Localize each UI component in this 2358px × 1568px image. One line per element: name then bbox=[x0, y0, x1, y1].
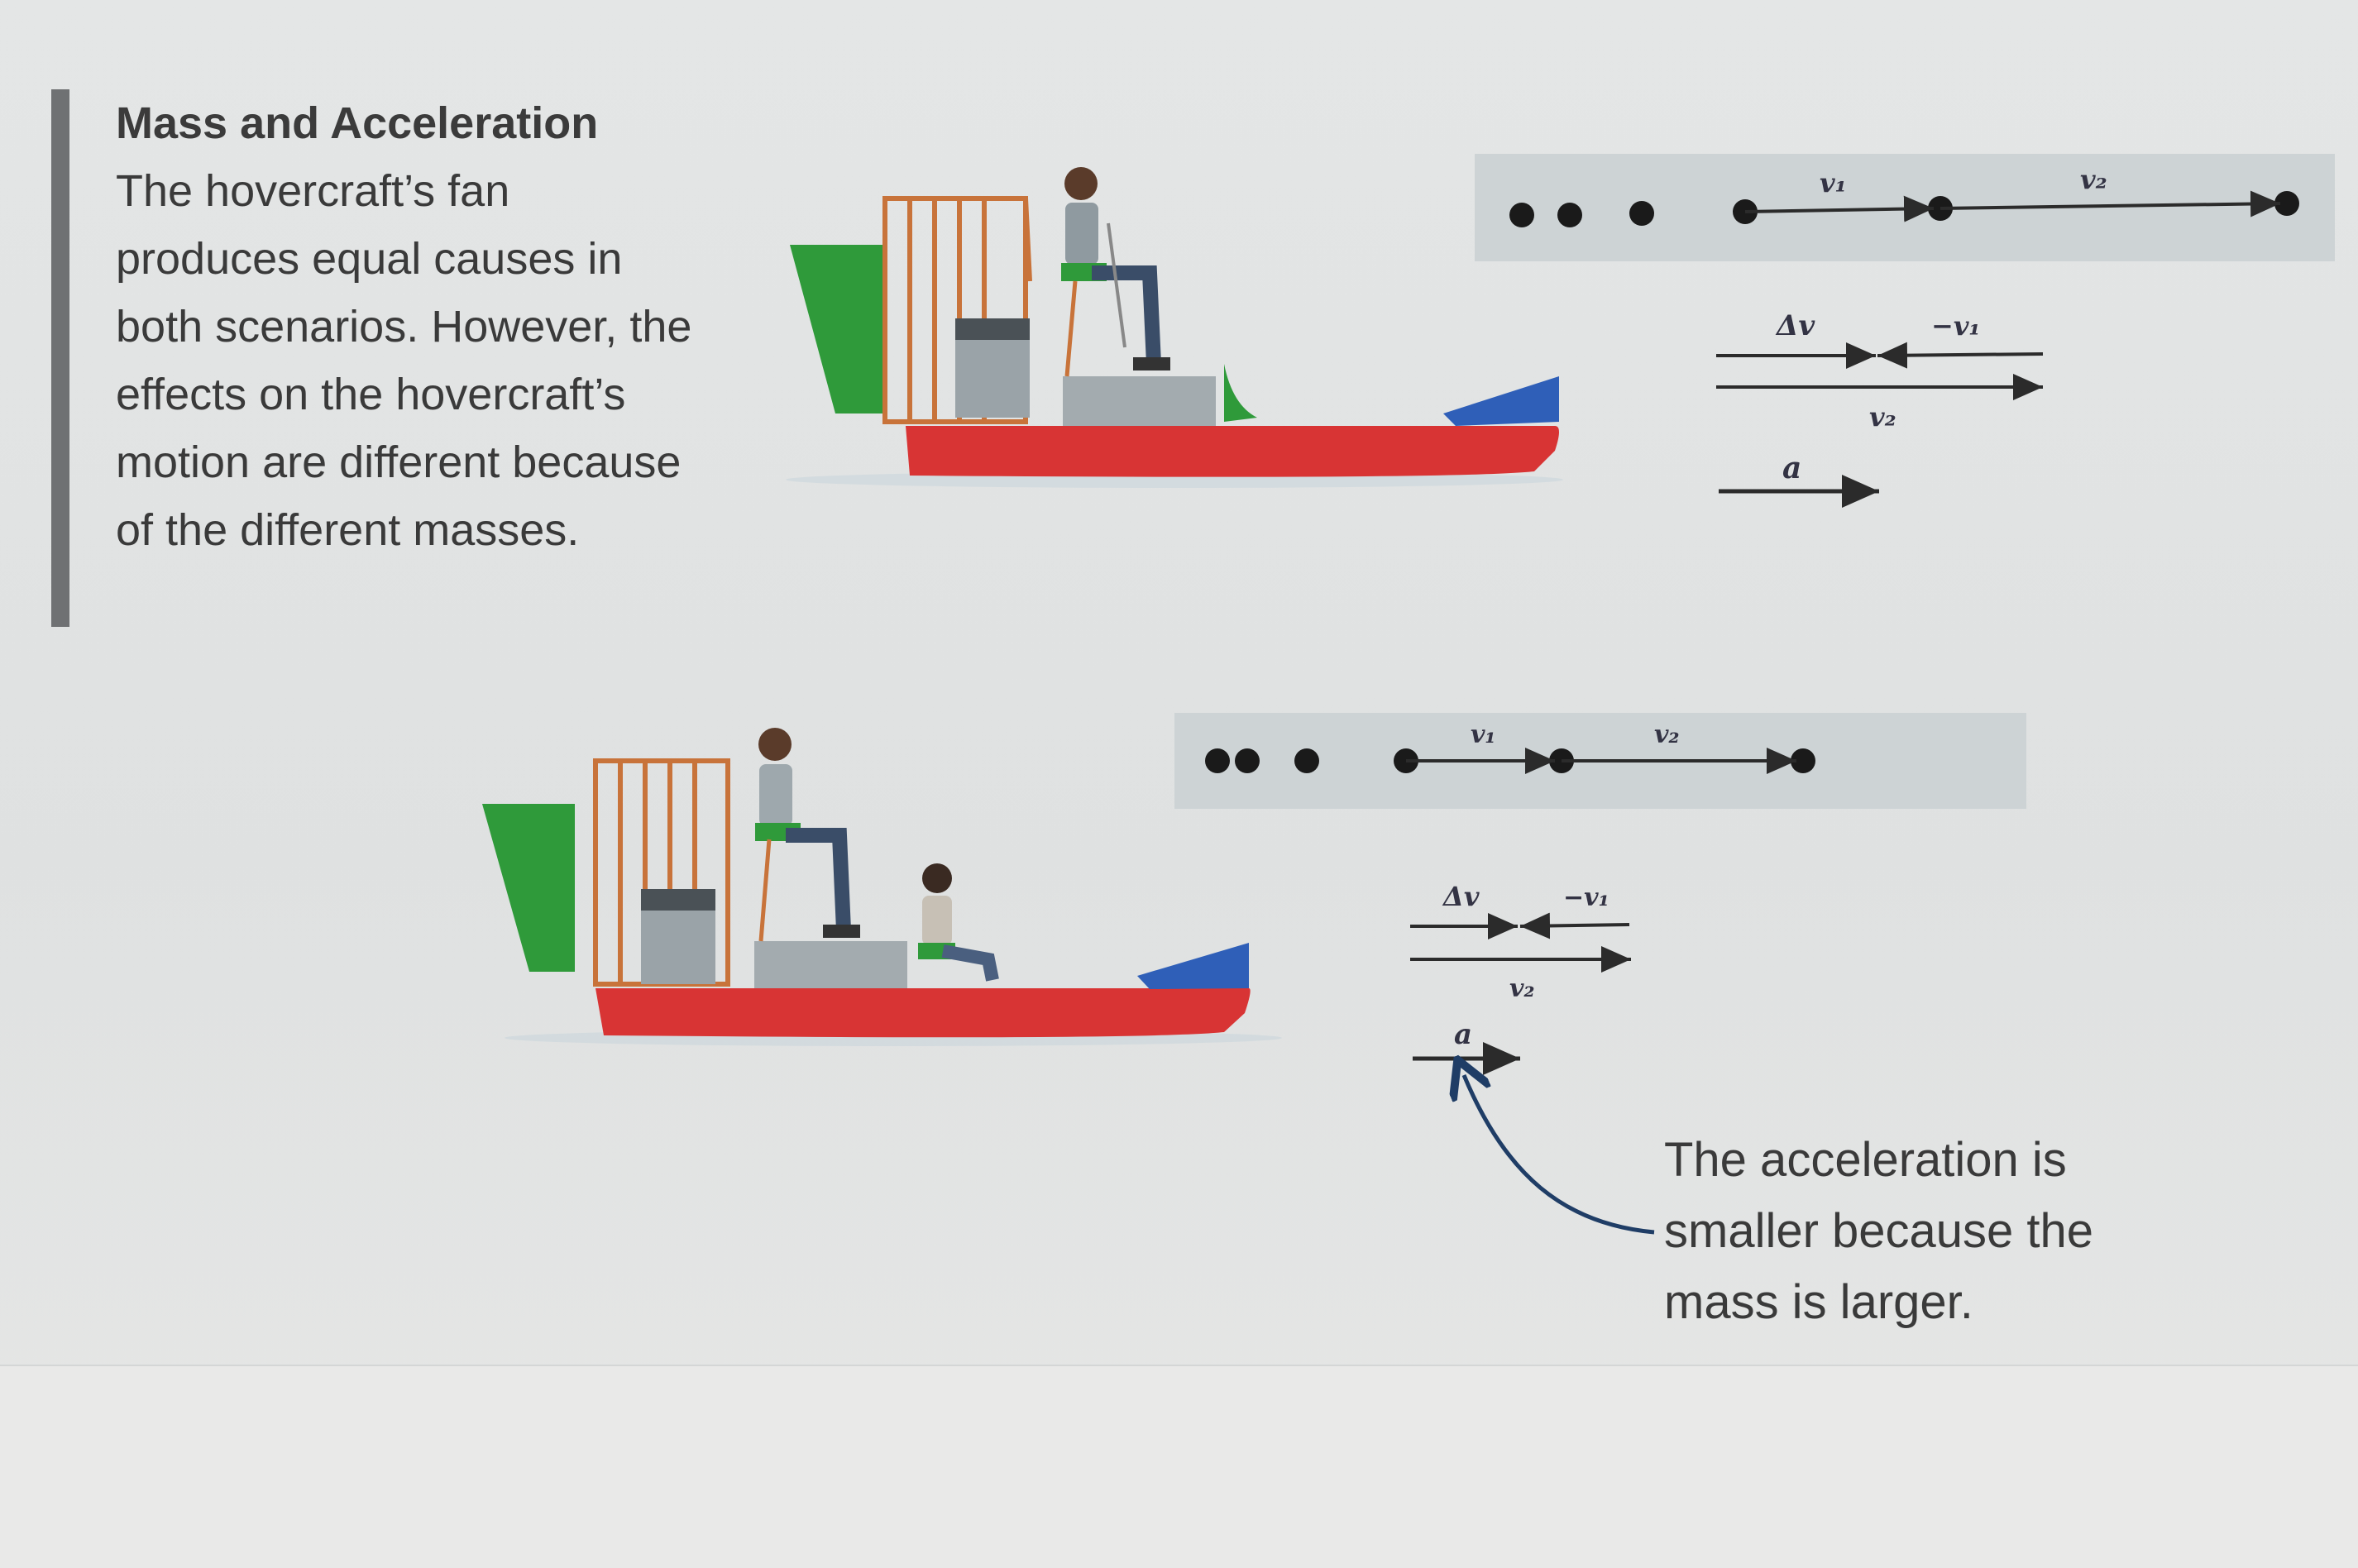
neg-v1-label: −v₁ bbox=[1931, 310, 1980, 342]
v1-label: v₁ bbox=[1820, 167, 1847, 198]
neg-v1-arrow bbox=[1519, 912, 1630, 939]
position-dot bbox=[2274, 191, 2299, 216]
passenger-icon bbox=[918, 863, 999, 982]
seat-block-icon bbox=[1063, 376, 1216, 426]
dv-label: Δv bbox=[1775, 309, 1815, 342]
caption-box: Mass and Acceleration The hovercraft’s f… bbox=[116, 89, 695, 564]
v2-label: v₂ bbox=[2080, 164, 2107, 195]
v2-sum-label: v₂ bbox=[1509, 974, 1535, 1003]
motion-diagram-bottom: v₁ v₂ Δv −v₁ v₂ a bbox=[1205, 720, 1815, 1235]
v2-label: v₂ bbox=[1654, 720, 1680, 749]
driver-icon bbox=[1061, 167, 1170, 377]
hull-icon bbox=[906, 426, 1559, 477]
neg-v1-arrow bbox=[1877, 342, 2044, 369]
a-label: a bbox=[1782, 451, 1801, 485]
rudder-icon bbox=[790, 245, 885, 414]
dv-label: Δv bbox=[1442, 881, 1480, 912]
acceleration-note: The acceleration is smaller because the … bbox=[1664, 1133, 2094, 1329]
position-dot bbox=[1205, 748, 1230, 773]
position-dot bbox=[1791, 748, 1815, 773]
rudder-icon bbox=[482, 804, 575, 972]
v1-arrow bbox=[1744, 195, 1935, 222]
caption-title: Mass and Acceleration bbox=[116, 98, 599, 148]
hovercraft-two-riders bbox=[482, 728, 1282, 1046]
caption-body: The hovercraft’s fan produces equal caus… bbox=[116, 166, 692, 555]
neg-v1-label: −v₁ bbox=[1563, 883, 1609, 912]
hull-icon bbox=[595, 988, 1251, 1038]
v2-sum-label: v₂ bbox=[1869, 401, 1896, 433]
a-label: a bbox=[1454, 1018, 1472, 1051]
position-dot bbox=[1557, 203, 1582, 227]
sidebar-accent-bar bbox=[51, 89, 69, 627]
page-bottom-band bbox=[0, 1365, 2358, 1568]
v2-arrow bbox=[1939, 190, 2281, 218]
position-dot bbox=[1235, 748, 1260, 773]
hovercraft-one-rider bbox=[786, 167, 1563, 488]
position-dot bbox=[1294, 748, 1319, 773]
seat-block-icon bbox=[754, 941, 907, 991]
motion-diagram-top: v₁ v₂ Δv −v₁ v₂ a bbox=[1509, 164, 2299, 508]
v1-label: v₁ bbox=[1471, 720, 1496, 749]
position-dot bbox=[1629, 201, 1654, 226]
bow-icon bbox=[1443, 376, 1559, 426]
driver-icon bbox=[755, 728, 860, 942]
position-dot bbox=[1509, 203, 1534, 227]
callout-arrow-icon bbox=[1464, 1075, 1655, 1235]
bow-icon bbox=[1137, 943, 1249, 989]
